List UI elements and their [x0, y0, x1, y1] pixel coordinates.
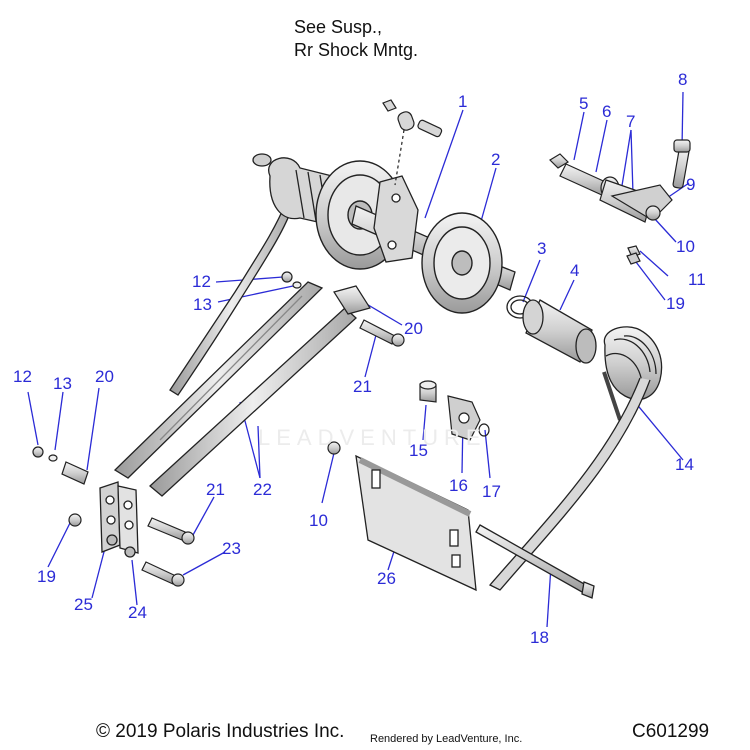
note-line-1: See Susp.,	[294, 17, 383, 37]
link-plates	[99, 481, 139, 558]
callout-8: 8	[678, 70, 688, 89]
callout-25: 25	[74, 595, 93, 614]
shock-mount-hardware	[382, 99, 443, 186]
callout-19-left: 19	[37, 567, 56, 586]
diagram-code: C601299	[632, 721, 710, 742]
callout-10-left: 10	[309, 511, 328, 530]
callout-2: 2	[491, 150, 501, 169]
callout-15: 15	[409, 441, 428, 460]
left-hardware	[32, 271, 405, 587]
rendered-by-text: Rendered by LeadVenture, Inc.	[370, 733, 523, 745]
idler-wheel-2	[421, 212, 503, 314]
callout-19-right: 19	[666, 294, 685, 313]
callout-20-left: 20	[95, 367, 114, 386]
callout-13-lower: 13	[53, 374, 72, 393]
torsion-spring-right	[488, 326, 663, 591]
frame-bracket	[355, 454, 477, 592]
callout-18: 18	[530, 628, 549, 647]
callout-23: 23	[222, 539, 241, 558]
long-bolt	[475, 524, 595, 599]
callout-17: 17	[482, 482, 501, 501]
callout-14: 14	[675, 455, 694, 474]
copyright-text: © 2019 Polaris Industries Inc.	[96, 721, 345, 742]
bushing-tube	[522, 299, 597, 364]
callout-13-upper: 13	[193, 295, 212, 314]
mount-bracket	[373, 175, 419, 263]
callout-5: 5	[579, 94, 589, 113]
shock-mount-note: See Susp., Rr Shock Mntg.	[294, 16, 418, 61]
callout-24: 24	[128, 603, 147, 622]
callout-21-upper: 21	[353, 377, 372, 396]
callout-1: 1	[458, 92, 468, 111]
callout-22: 22	[253, 480, 272, 499]
callout-9: 9	[686, 175, 696, 194]
callout-6: 6	[602, 102, 612, 121]
callout-26: 26	[377, 569, 396, 588]
callout-10-right: 10	[676, 237, 695, 256]
callout-7: 7	[626, 112, 636, 131]
callout-20-upper: 20	[404, 319, 423, 338]
leadventure-watermark: LEADVENTURE	[258, 425, 487, 450]
cam-parts	[419, 380, 490, 441]
rear-swing-arm-left	[169, 201, 294, 396]
callout-21-lower: 21	[206, 480, 225, 499]
note-line-2: Rr Shock Mntg.	[294, 39, 419, 60]
slide-rails	[113, 281, 357, 497]
callout-12-upper: 12	[192, 272, 211, 291]
callout-3: 3	[537, 239, 547, 258]
callout-11: 11	[688, 270, 706, 289]
callout-12-lower: 12	[13, 367, 32, 386]
right-pivot-hardware	[549, 139, 691, 265]
callout-4: 4	[570, 261, 580, 280]
callout-16: 16	[449, 476, 468, 495]
